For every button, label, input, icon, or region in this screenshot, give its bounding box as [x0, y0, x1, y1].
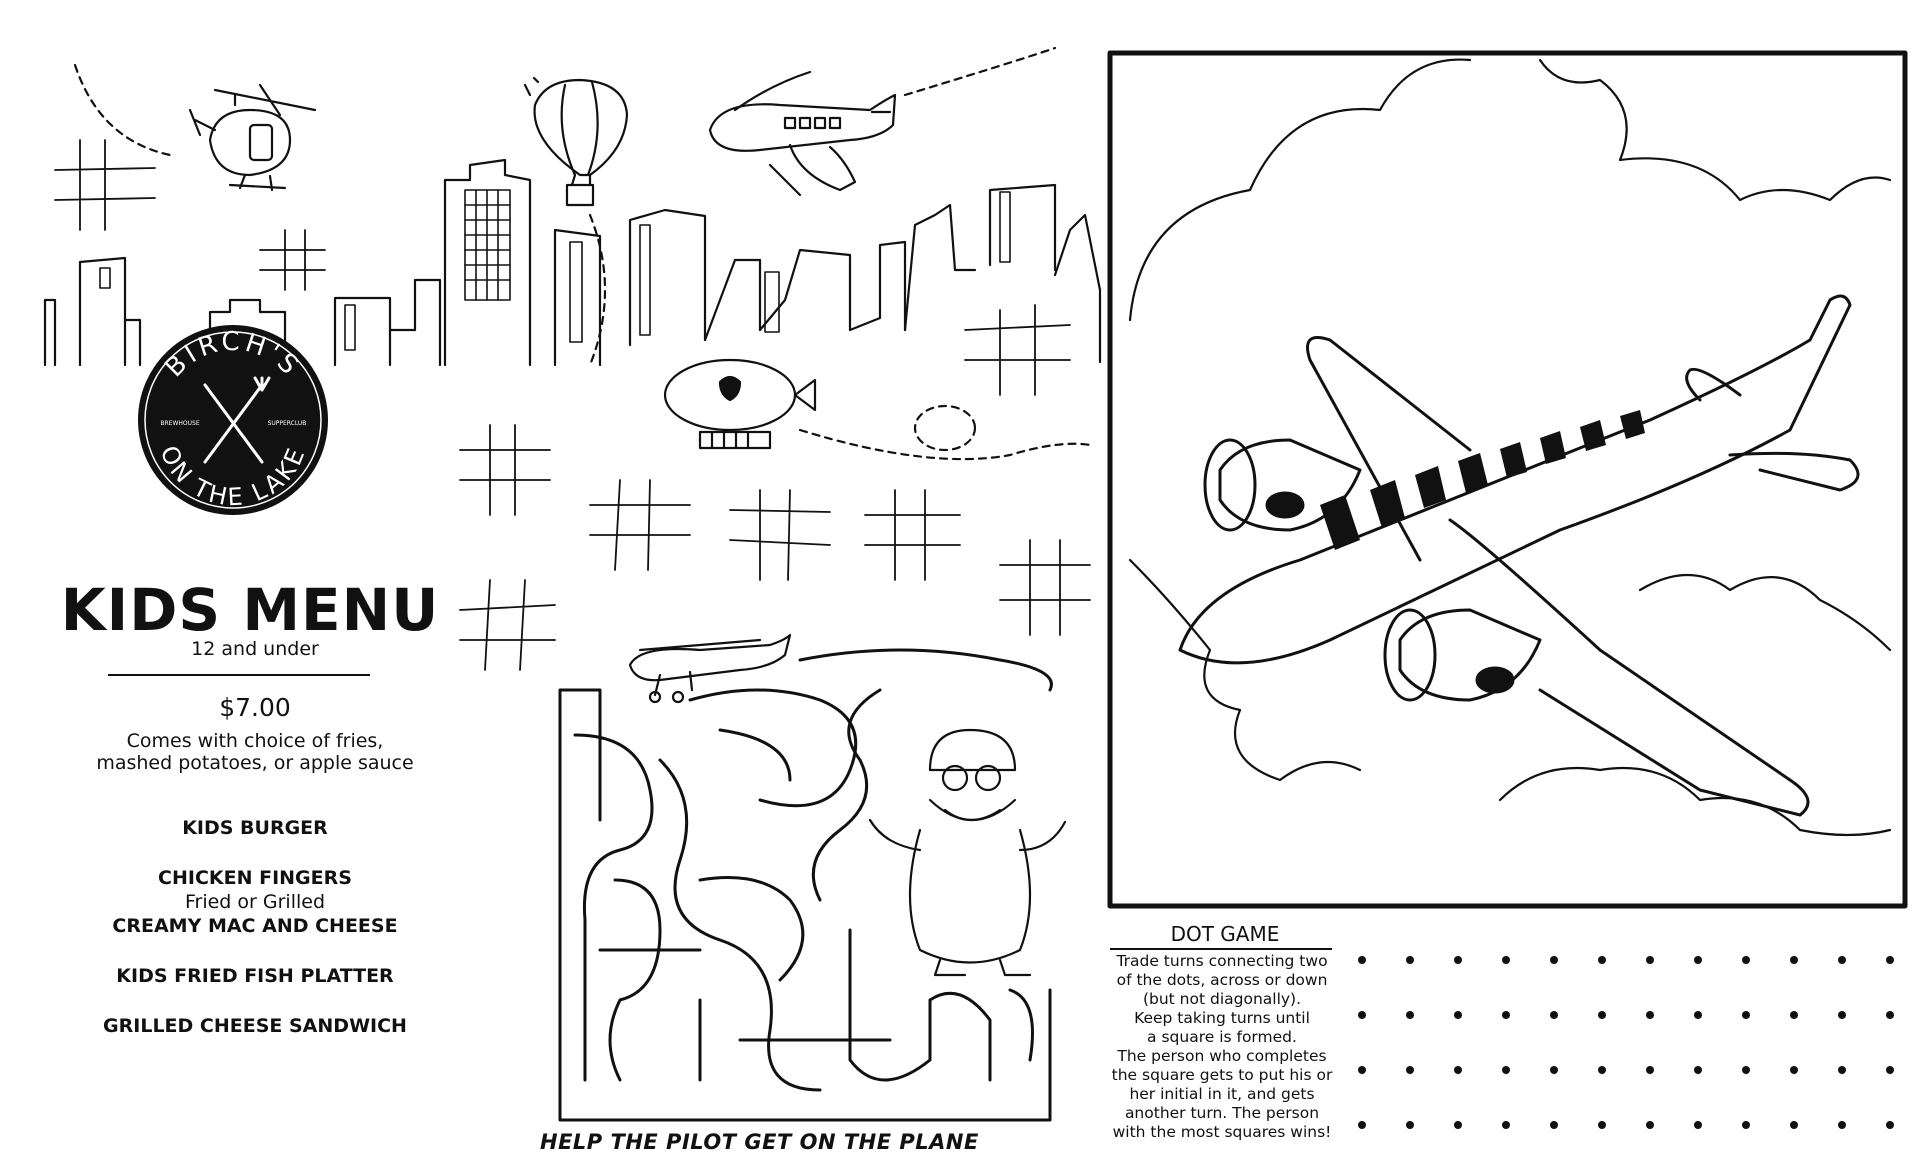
hot-air-balloon-icon [523, 76, 629, 207]
tic-tac-toe-grids [54, 139, 1091, 671]
dot-game-divider [1110, 948, 1332, 950]
coloring-clouds [1128, 58, 1892, 837]
instruction-line: (but not diagonally). [1142, 990, 1302, 1008]
twin-engine-plane-icon [1178, 294, 1860, 817]
instruction-line: her initial in it, and gets [1129, 1085, 1315, 1103]
logo-small-right: SUPPERCLUB [268, 420, 307, 427]
menu-subtitle: 12 and under [191, 638, 319, 660]
instruction-line: of the dots, across or down [1116, 971, 1328, 989]
menu-items: KIDS BURGER CHICKEN FINGERS Fried or Gri… [70, 816, 440, 1038]
menu-item: KIDS BURGER [182, 817, 328, 839]
helicopter-icon [188, 83, 317, 192]
menu-divider [108, 674, 370, 676]
flight-path-dash [73, 63, 172, 157]
instruction-line: with the most squares wins! [1112, 1123, 1332, 1141]
kids-menu: KIDS MENU 12 and under $7.00 Comes with … [40, 580, 440, 1038]
flight-path-dash [588, 213, 607, 367]
menu-title: KIDS MENU [60, 576, 440, 644]
dot-game-title: DOT GAME [1170, 922, 1280, 946]
instruction-line: another turn. The person [1124, 1104, 1320, 1122]
biplane-icon [628, 633, 792, 704]
menu-description: Comes with choice of fries, mashed potat… [70, 730, 440, 774]
menu-item: CREAMY MAC AND CHEESE [112, 915, 398, 937]
instruction-line: Keep taking turns until [1134, 1009, 1310, 1027]
crossed-cutlery-icon [203, 376, 271, 464]
blimp-icon [663, 358, 817, 450]
menu-item: GRILLED CHEESE SANDWICH [103, 1015, 407, 1037]
flight-path-dash [798, 428, 1092, 461]
menu-description-line: mashed potatoes, or apple sauce [96, 752, 414, 774]
instruction-line: a square is formed. [1147, 1028, 1297, 1046]
instruction-line: The person who completes [1117, 1047, 1327, 1065]
flight-path-dash [903, 46, 1057, 97]
instruction-line: the square gets to put his or [1111, 1066, 1333, 1084]
logo-small-left: BREWHOUSE [160, 420, 199, 427]
city-skyline [43, 158, 1102, 367]
flight-path-loop [913, 404, 977, 452]
instruction-line: Trade turns connecting two [1116, 952, 1328, 970]
menu-item-note: Fried or Grilled [184, 891, 326, 913]
pilot-character-icon [868, 728, 1067, 977]
menu-price: $7.00 [219, 693, 291, 722]
menu-item: CHICKEN FINGERS [158, 867, 352, 889]
airplane-icon [708, 70, 897, 197]
dot-grid [1358, 956, 1894, 1129]
menu-item: KIDS FRIED FISH PLATTER [116, 965, 394, 987]
dot-game-instructions: Trade turns connecting two of the dots, … [1103, 952, 1341, 1142]
pilot-maze [558, 648, 1053, 1122]
birchs-logo: BIRCH'S ON THE LAKE BREWHOUSE SUPPERCLUB [138, 325, 328, 515]
coloring-frame [1107, 50, 1908, 909]
maze-caption: HELP THE PILOT GET ON THE PLANE [540, 1130, 979, 1154]
menu-description-line: Comes with choice of fries, [126, 730, 384, 752]
